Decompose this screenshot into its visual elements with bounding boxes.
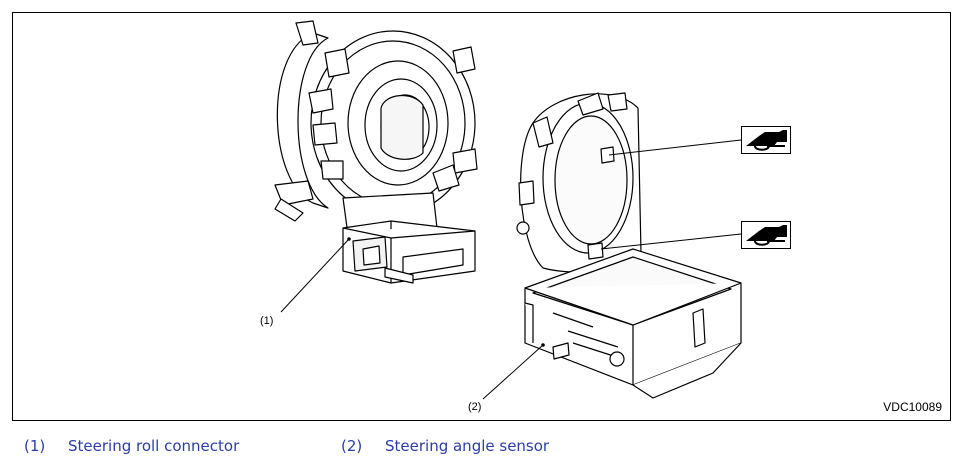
grease-gun-icon xyxy=(741,221,791,249)
legend-item-label: Steering angle sensor xyxy=(385,437,550,455)
steering-roll-connector-drawing xyxy=(274,20,478,284)
grease-leader-bottom xyxy=(600,233,742,250)
legend-item-number: (2) xyxy=(341,437,363,455)
grease-leader-top xyxy=(608,139,742,156)
callout-2-leader xyxy=(482,344,544,400)
legend-item-steering-roll-connector: (1) Steering roll connector xyxy=(24,437,239,455)
grease-gun-icon xyxy=(741,126,791,154)
legend-item-number: (1) xyxy=(24,437,46,455)
callout-1-label: (1) xyxy=(260,315,274,327)
steering-angle-sensor-drawing xyxy=(516,92,742,399)
callout-1-leader xyxy=(280,238,350,313)
parts-illustration xyxy=(274,20,742,400)
legend-item-steering-angle-sensor: (2) Steering angle sensor xyxy=(341,437,549,455)
callout-2-label: (2) xyxy=(468,401,482,413)
figure-id: VDC10089 xyxy=(883,400,942,414)
figure-frame: (1) (2) VDC10089 xyxy=(12,12,951,421)
legend-item-label: Steering roll connector xyxy=(68,437,240,455)
